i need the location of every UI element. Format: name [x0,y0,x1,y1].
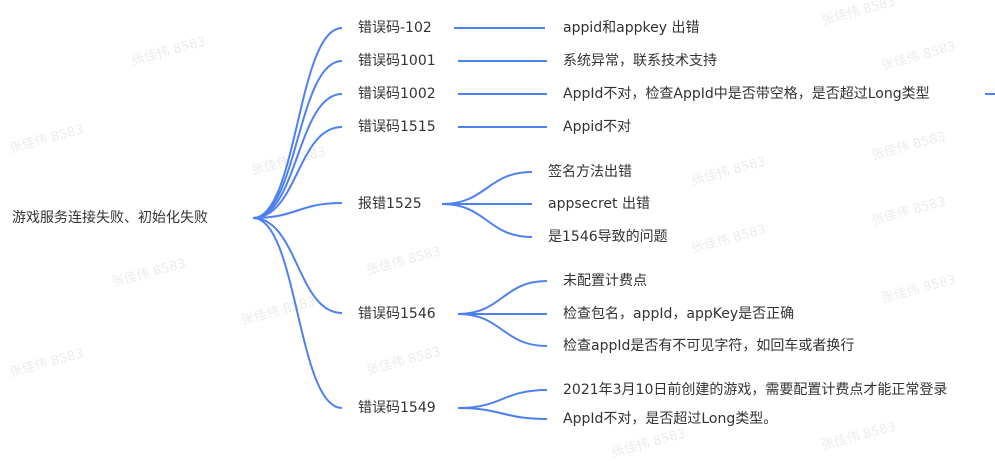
branch-node-1001[interactable]: 错误码1001 [358,53,436,69]
leaf-node[interactable]: 是1546导致的问题 [548,229,668,245]
root-connector-4 [252,202,343,219]
branch-node-1525[interactable]: 报错1525 [358,196,422,212]
branch-node-1002[interactable]: 错误码1002 [358,86,436,102]
root-connector-5 [252,217,343,314]
leaf-node[interactable]: 检查包名，appId，appKey是否正确 [563,306,795,322]
leaf-node[interactable]: appsecret 出错 [548,196,650,212]
leaf-node[interactable]: 检查appId是否有不可见字符，如回车或者换行 [563,338,855,354]
root-connector-2 [252,93,343,219]
leaf-node[interactable]: AppId不对，检查AppId中是否带空格，是否超过Long类型 [563,86,930,102]
leaf-node[interactable]: 2021年3月10日前创建的游戏，需要配置计费点才能正常登录 [563,382,948,398]
branch-node-102[interactable]: 错误码-102 [358,20,432,36]
leaf-node[interactable]: appid和appkey 出错 [563,20,700,36]
root-connector-3 [252,126,343,219]
leaf-node[interactable]: 签名方法出错 [548,164,632,180]
root-connector-1 [252,60,343,219]
root-node[interactable]: 游戏服务连接失败、初始化失败 [12,210,208,226]
leaf-node[interactable]: 未配置计费点 [563,273,647,289]
leaf-connector [457,313,548,347]
mind-map-canvas: 张佳伟 8583 张佳伟 8583 张佳伟 8583 张佳伟 8583 张佳伟 … [8,0,995,461]
leaf-connector [441,171,533,205]
connector-lines [252,26,995,420]
branch-node-1515[interactable]: 错误码1515 [358,119,436,135]
leaf-connector [457,407,548,420]
branch-node-1549[interactable]: 错误码1549 [358,400,436,416]
leaf-connector [457,389,548,409]
leaf-node[interactable]: 系统异常，联系技术支持 [563,53,717,69]
leaf-connector [457,280,548,315]
leaf-connector [441,203,533,238]
root-connector-0 [252,27,343,219]
root-connector-6 [252,217,343,409]
branch-node-1546[interactable]: 错误码1546 [358,306,436,322]
leaf-node[interactable]: Appid不对 [563,119,632,135]
leaf-node[interactable]: AppId不对，是否超过Long类型。 [563,411,778,427]
